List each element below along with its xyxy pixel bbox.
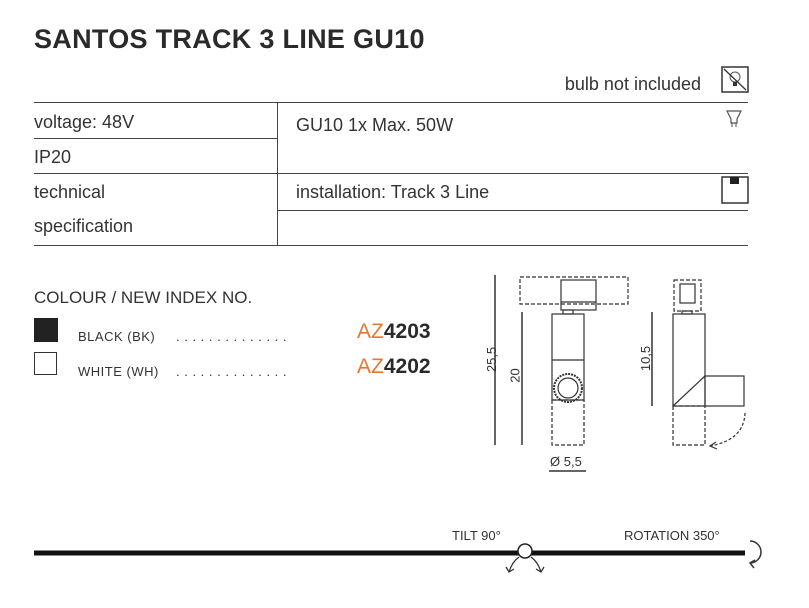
- tilt-icon: [517, 543, 533, 559]
- index-black: AZ4203: [357, 320, 431, 344]
- track-installation-icon: [721, 176, 749, 204]
- rotation-label: ROTATION 350°: [624, 528, 720, 543]
- divider: [34, 138, 277, 139]
- dimension-total: 25,5: [484, 346, 500, 373]
- divider: [277, 210, 748, 211]
- leader-dots: . . . . . . . . . . . . . .: [176, 329, 288, 344]
- spec-installation: installation: Track 3 Line: [296, 182, 490, 202]
- index-prefix: AZ: [357, 320, 384, 343]
- bulb-note: bulb not included: [564, 74, 701, 94]
- spec-bulb: GU10 1x Max. 50W: [296, 115, 454, 135]
- gu10-bulb-icon: [726, 110, 742, 127]
- index-white: AZ4202: [357, 355, 431, 379]
- spec-technical: technical: [34, 182, 106, 202]
- product-title: SANTOS TRACK 3 LINE GU10: [34, 24, 425, 54]
- track-outline: [519, 276, 629, 305]
- dimension-side: 10,5: [638, 345, 654, 372]
- divider: [34, 102, 748, 103]
- index-number: 4203: [383, 320, 431, 343]
- fixture-side: [672, 313, 706, 407]
- tilt-label: TILT 90°: [452, 528, 501, 543]
- adapter: [560, 279, 597, 311]
- white-swatch: [34, 352, 57, 375]
- dimension-body: 20: [507, 368, 523, 383]
- colour-black-label: BLACK (BK): [78, 329, 156, 344]
- no-bulb-icon: [721, 66, 749, 93]
- leader-dots: . . . . . . . . . . . . . .: [176, 364, 288, 379]
- divider: [34, 173, 748, 174]
- fixture-body: [551, 313, 585, 401]
- index-prefix: AZ: [357, 355, 384, 378]
- rotation-icon: [749, 540, 762, 564]
- index-number: 4202: [383, 355, 431, 378]
- dimension-diameter: Ø 5,5: [550, 454, 582, 469]
- colour-white-label: WHITE (WH): [78, 364, 159, 379]
- spec-voltage: voltage: 48V: [34, 112, 135, 132]
- tilt-arrow: [709, 412, 746, 447]
- divider: [277, 102, 278, 245]
- colour-heading: COLOUR / NEW INDEX NO.: [34, 288, 253, 307]
- divider: [34, 245, 748, 246]
- black-swatch: [34, 318, 58, 342]
- spec-ip: IP20: [34, 147, 72, 167]
- spec-specification: specification: [34, 216, 134, 236]
